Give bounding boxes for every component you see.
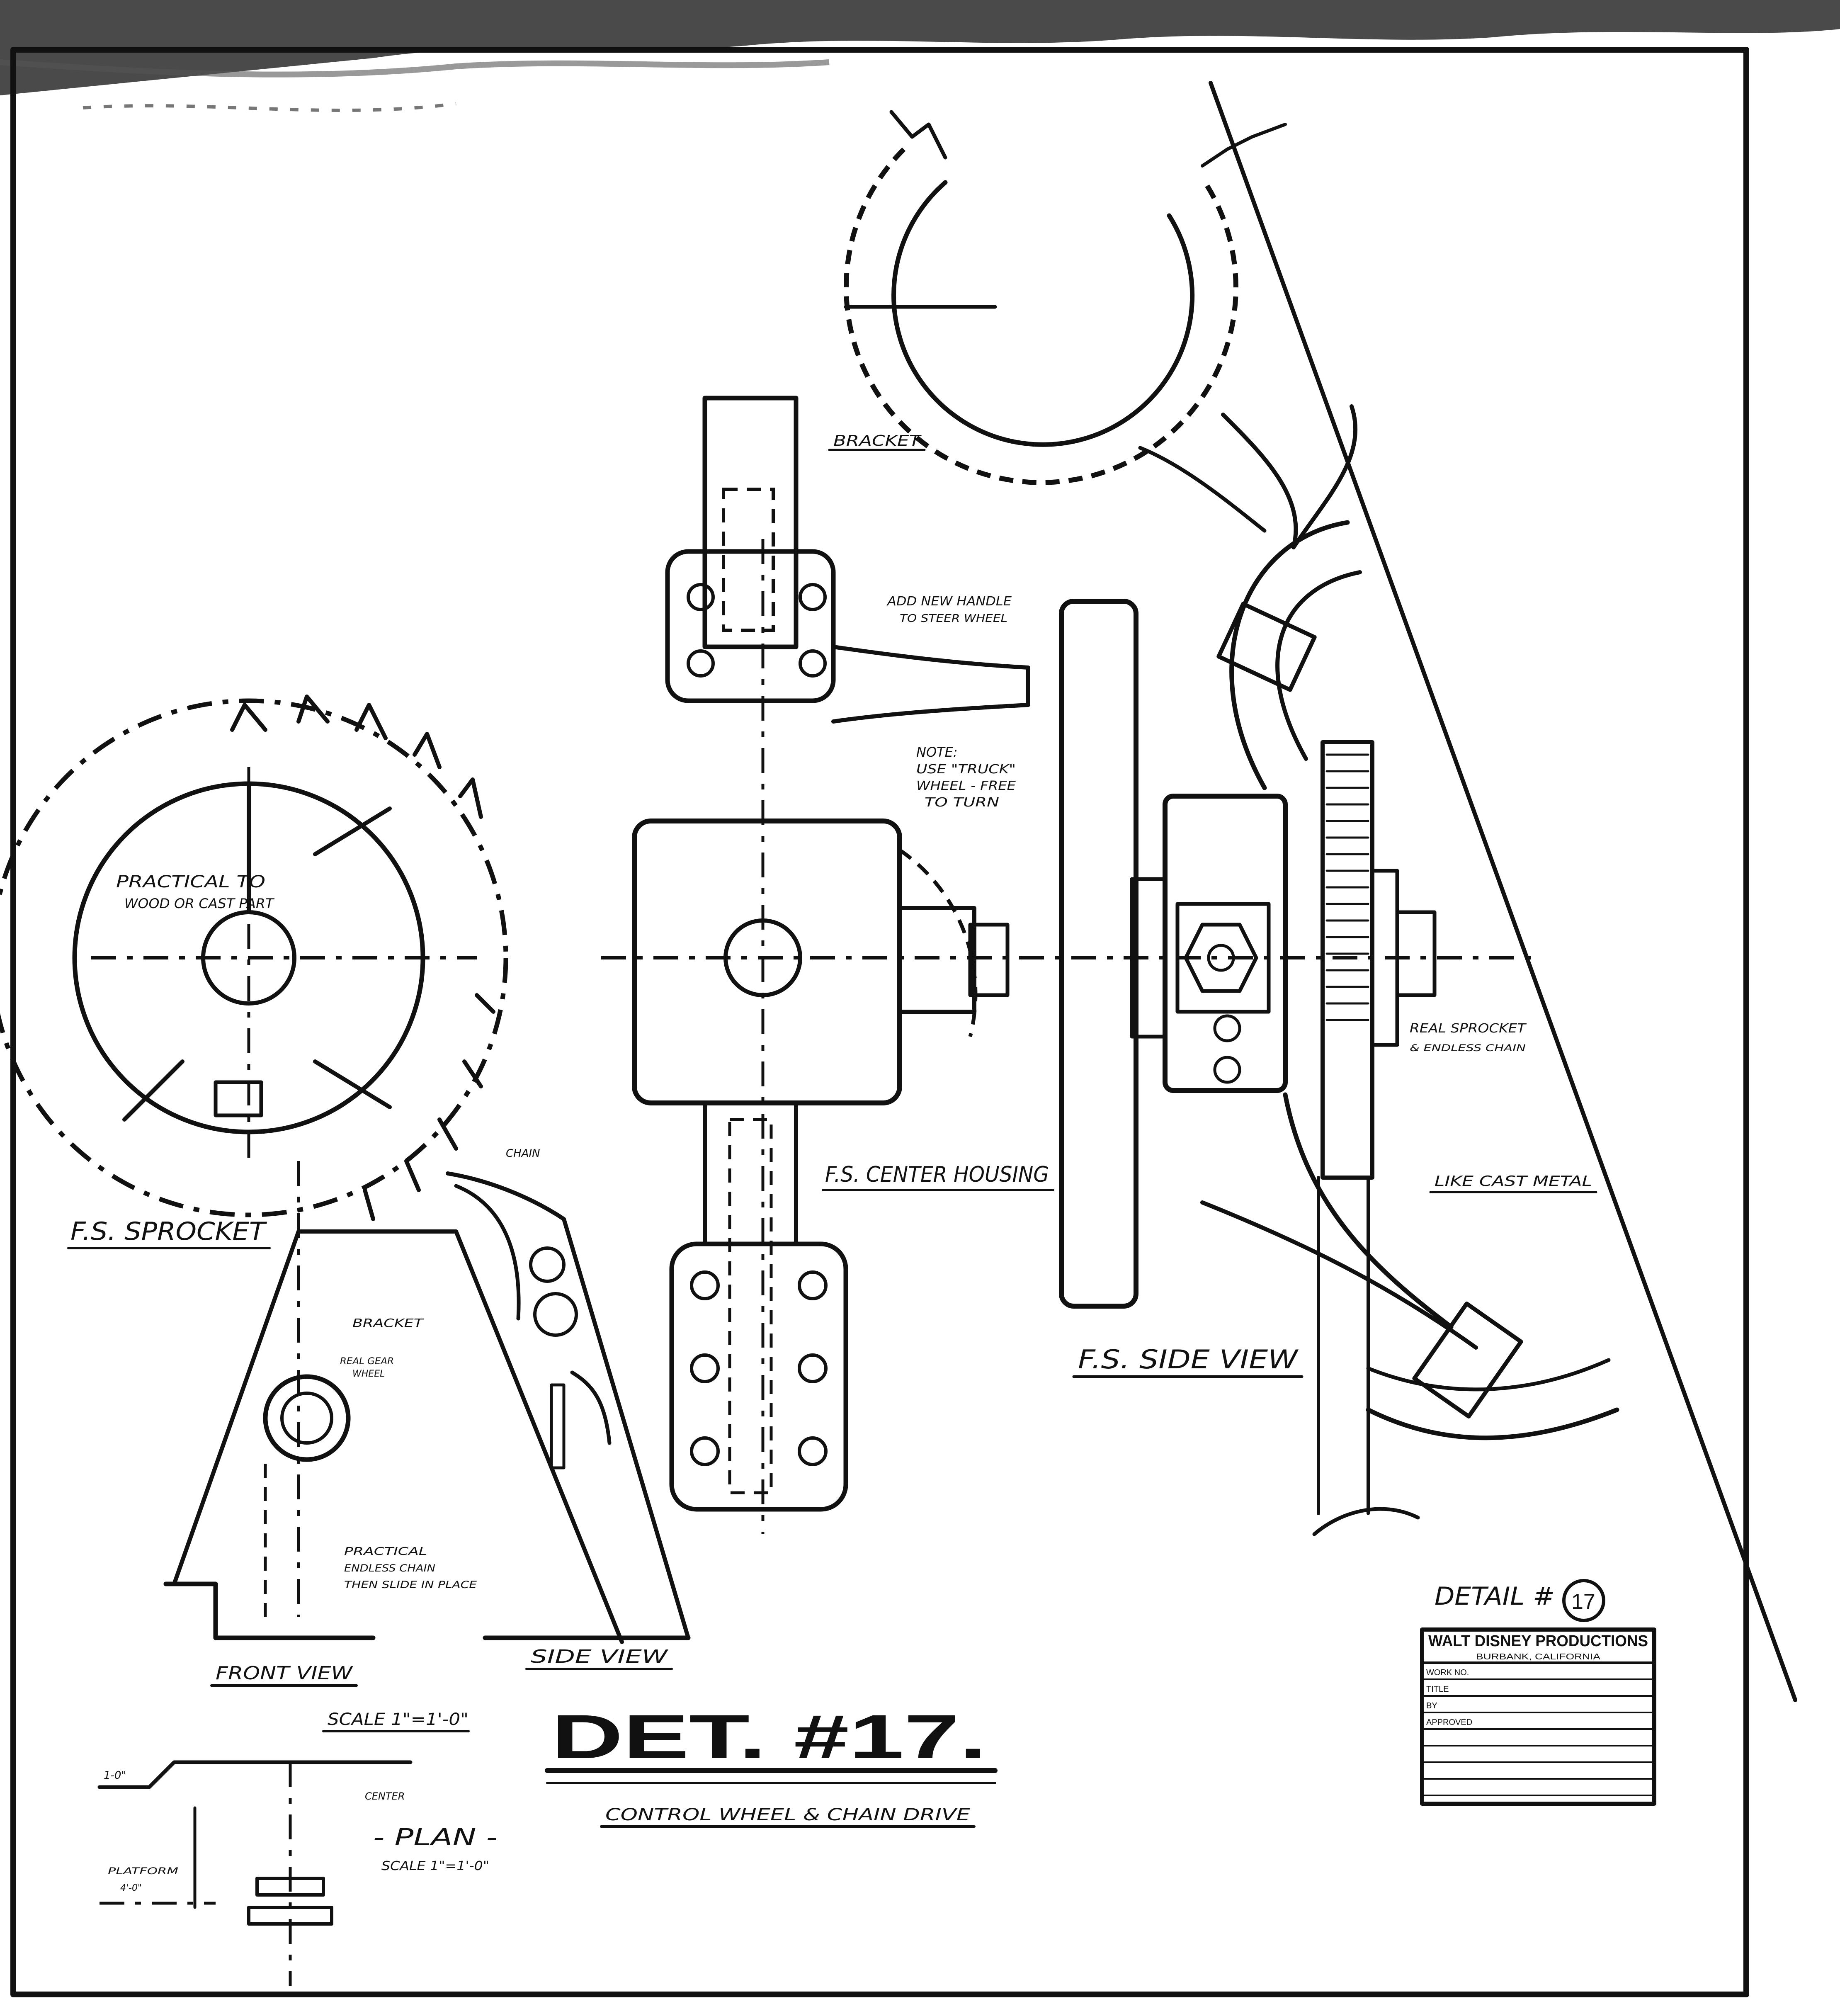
title-block: WALT DISNEY PRODUCTIONS BURBANK, CALIFOR… [1420, 1627, 1656, 1806]
note-3: WHEEL - FREE [916, 779, 1016, 793]
title-block-row: APPROVED [1426, 1718, 1472, 1727]
scale-main-label: SCALE 1"=1'-0" [328, 1710, 468, 1729]
plan-left-note-3: 4'-0" [120, 1883, 142, 1893]
title-block-location: BURBANK, CALIFORNIA [1476, 1652, 1601, 1661]
plan-label: - PLAN - [373, 1824, 498, 1851]
side-view-assembly [1059, 520, 1619, 1536]
practical-note-1: PRACTICAL [344, 1545, 427, 1558]
small-side-view [446, 1171, 691, 1640]
practical-note-3: THEN SLIDE IN PLACE [344, 1579, 477, 1591]
title-block-row: BY [1426, 1701, 1437, 1710]
plan-center-note: CENTER [365, 1790, 405, 1802]
practical-to-note: PRACTICAL TO [116, 872, 265, 891]
chain-note: CHAIN [506, 1147, 540, 1160]
practical-note-2: ENDLESS CHAIN [344, 1562, 435, 1574]
like-cast-metal-note: LIKE CAST METAL [1435, 1173, 1592, 1190]
plan-left-note-2: PLATFORM [108, 1866, 178, 1877]
note-4: TO TURN [925, 795, 999, 810]
title-block-company: WALT DISNEY PRODUCTIONS [1428, 1632, 1648, 1650]
scale-plan-label: SCALE 1"=1'-0" [381, 1859, 489, 1873]
sprocket-teeth-stack [1325, 753, 1369, 1021]
title-block-row: WORK NO. [1426, 1668, 1469, 1677]
fs-center-housing-label: F.S. CENTER HOUSING [825, 1162, 1049, 1187]
fs-sprocket-label: F.S. SPROCKET [70, 1217, 267, 1246]
fs-sprocket-view [0, 695, 508, 1221]
bracket-note: BRACKET [833, 432, 922, 449]
note-1: NOTE: [916, 744, 958, 760]
diagonal-edge-line [1209, 81, 1797, 1702]
add-handle-note-1: ADD NEW HANDLE [886, 594, 1012, 609]
wood-cast-note: WOOD OR CAST PART [124, 896, 275, 911]
top-ring-view [844, 110, 1358, 549]
detail-number: 17 [1571, 1590, 1595, 1614]
front-view [163, 1161, 624, 1644]
real-sprocket-note-1: REAL SPROCKET [1410, 1021, 1527, 1036]
plan-view [97, 1760, 413, 1986]
scanned-top-edge [0, 0, 1840, 112]
add-handle-note-2: TO STEER WHEEL [900, 612, 1007, 625]
sheet-border [10, 47, 1749, 1997]
detail-tag: DETAIL # [1435, 1582, 1555, 1611]
bracket-small-note: BRACKET [352, 1316, 424, 1330]
title-block-row: TITLE [1426, 1685, 1449, 1694]
drawing-title: DET. #17. [551, 1702, 987, 1771]
plan-left-note-1: 1-0" [104, 1769, 126, 1782]
front-view-label: FRONT VIEW [216, 1663, 353, 1684]
real-gear-note-2: WHEEL [352, 1369, 385, 1379]
drawing-subtitle: CONTROL WHEEL & CHAIN DRIVE [605, 1805, 971, 1824]
fs-side-view-label: F.S. SIDE VIEW [1078, 1344, 1299, 1375]
note-2: USE "TRUCK" [916, 762, 1016, 777]
real-gear-note-1: REAL GEAR [340, 1356, 394, 1367]
real-sprocket-note-2: & ENDLESS CHAIN [1410, 1043, 1526, 1054]
side-view-label: SIDE VIEW [531, 1646, 668, 1667]
center-housing-view [601, 396, 1534, 1534]
